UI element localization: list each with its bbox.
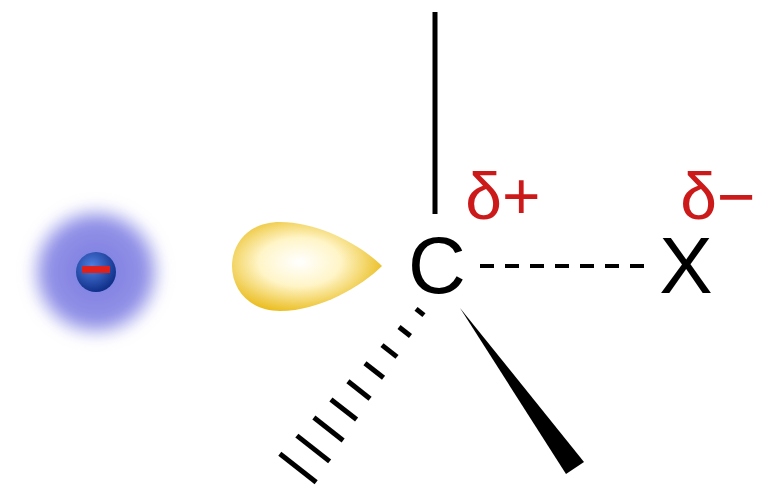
hash-stroke [416, 309, 424, 315]
nucleophile [26, 202, 166, 342]
wedge-bond [460, 308, 584, 474]
hash-stroke [314, 418, 343, 441]
lone-pair-orbital [232, 222, 382, 311]
hash-stroke [365, 363, 384, 378]
atom-symbol: C [408, 226, 466, 306]
electron-cloud [26, 202, 166, 342]
atom-symbol: X [659, 226, 712, 306]
partial-charge: δ− [680, 163, 755, 229]
partial-bond [480, 264, 652, 268]
hash-stroke [297, 436, 330, 462]
negative-charge [82, 266, 110, 273]
single-bond [433, 12, 438, 214]
hash-stroke [280, 454, 316, 483]
hashed-bond [280, 309, 424, 482]
hash-stroke [382, 345, 397, 357]
hash-stroke [399, 327, 410, 336]
hash-stroke [331, 399, 357, 419]
hash-stroke [348, 381, 370, 398]
partial-charge: δ+ [465, 163, 540, 229]
nucleophile-atom [76, 252, 116, 292]
